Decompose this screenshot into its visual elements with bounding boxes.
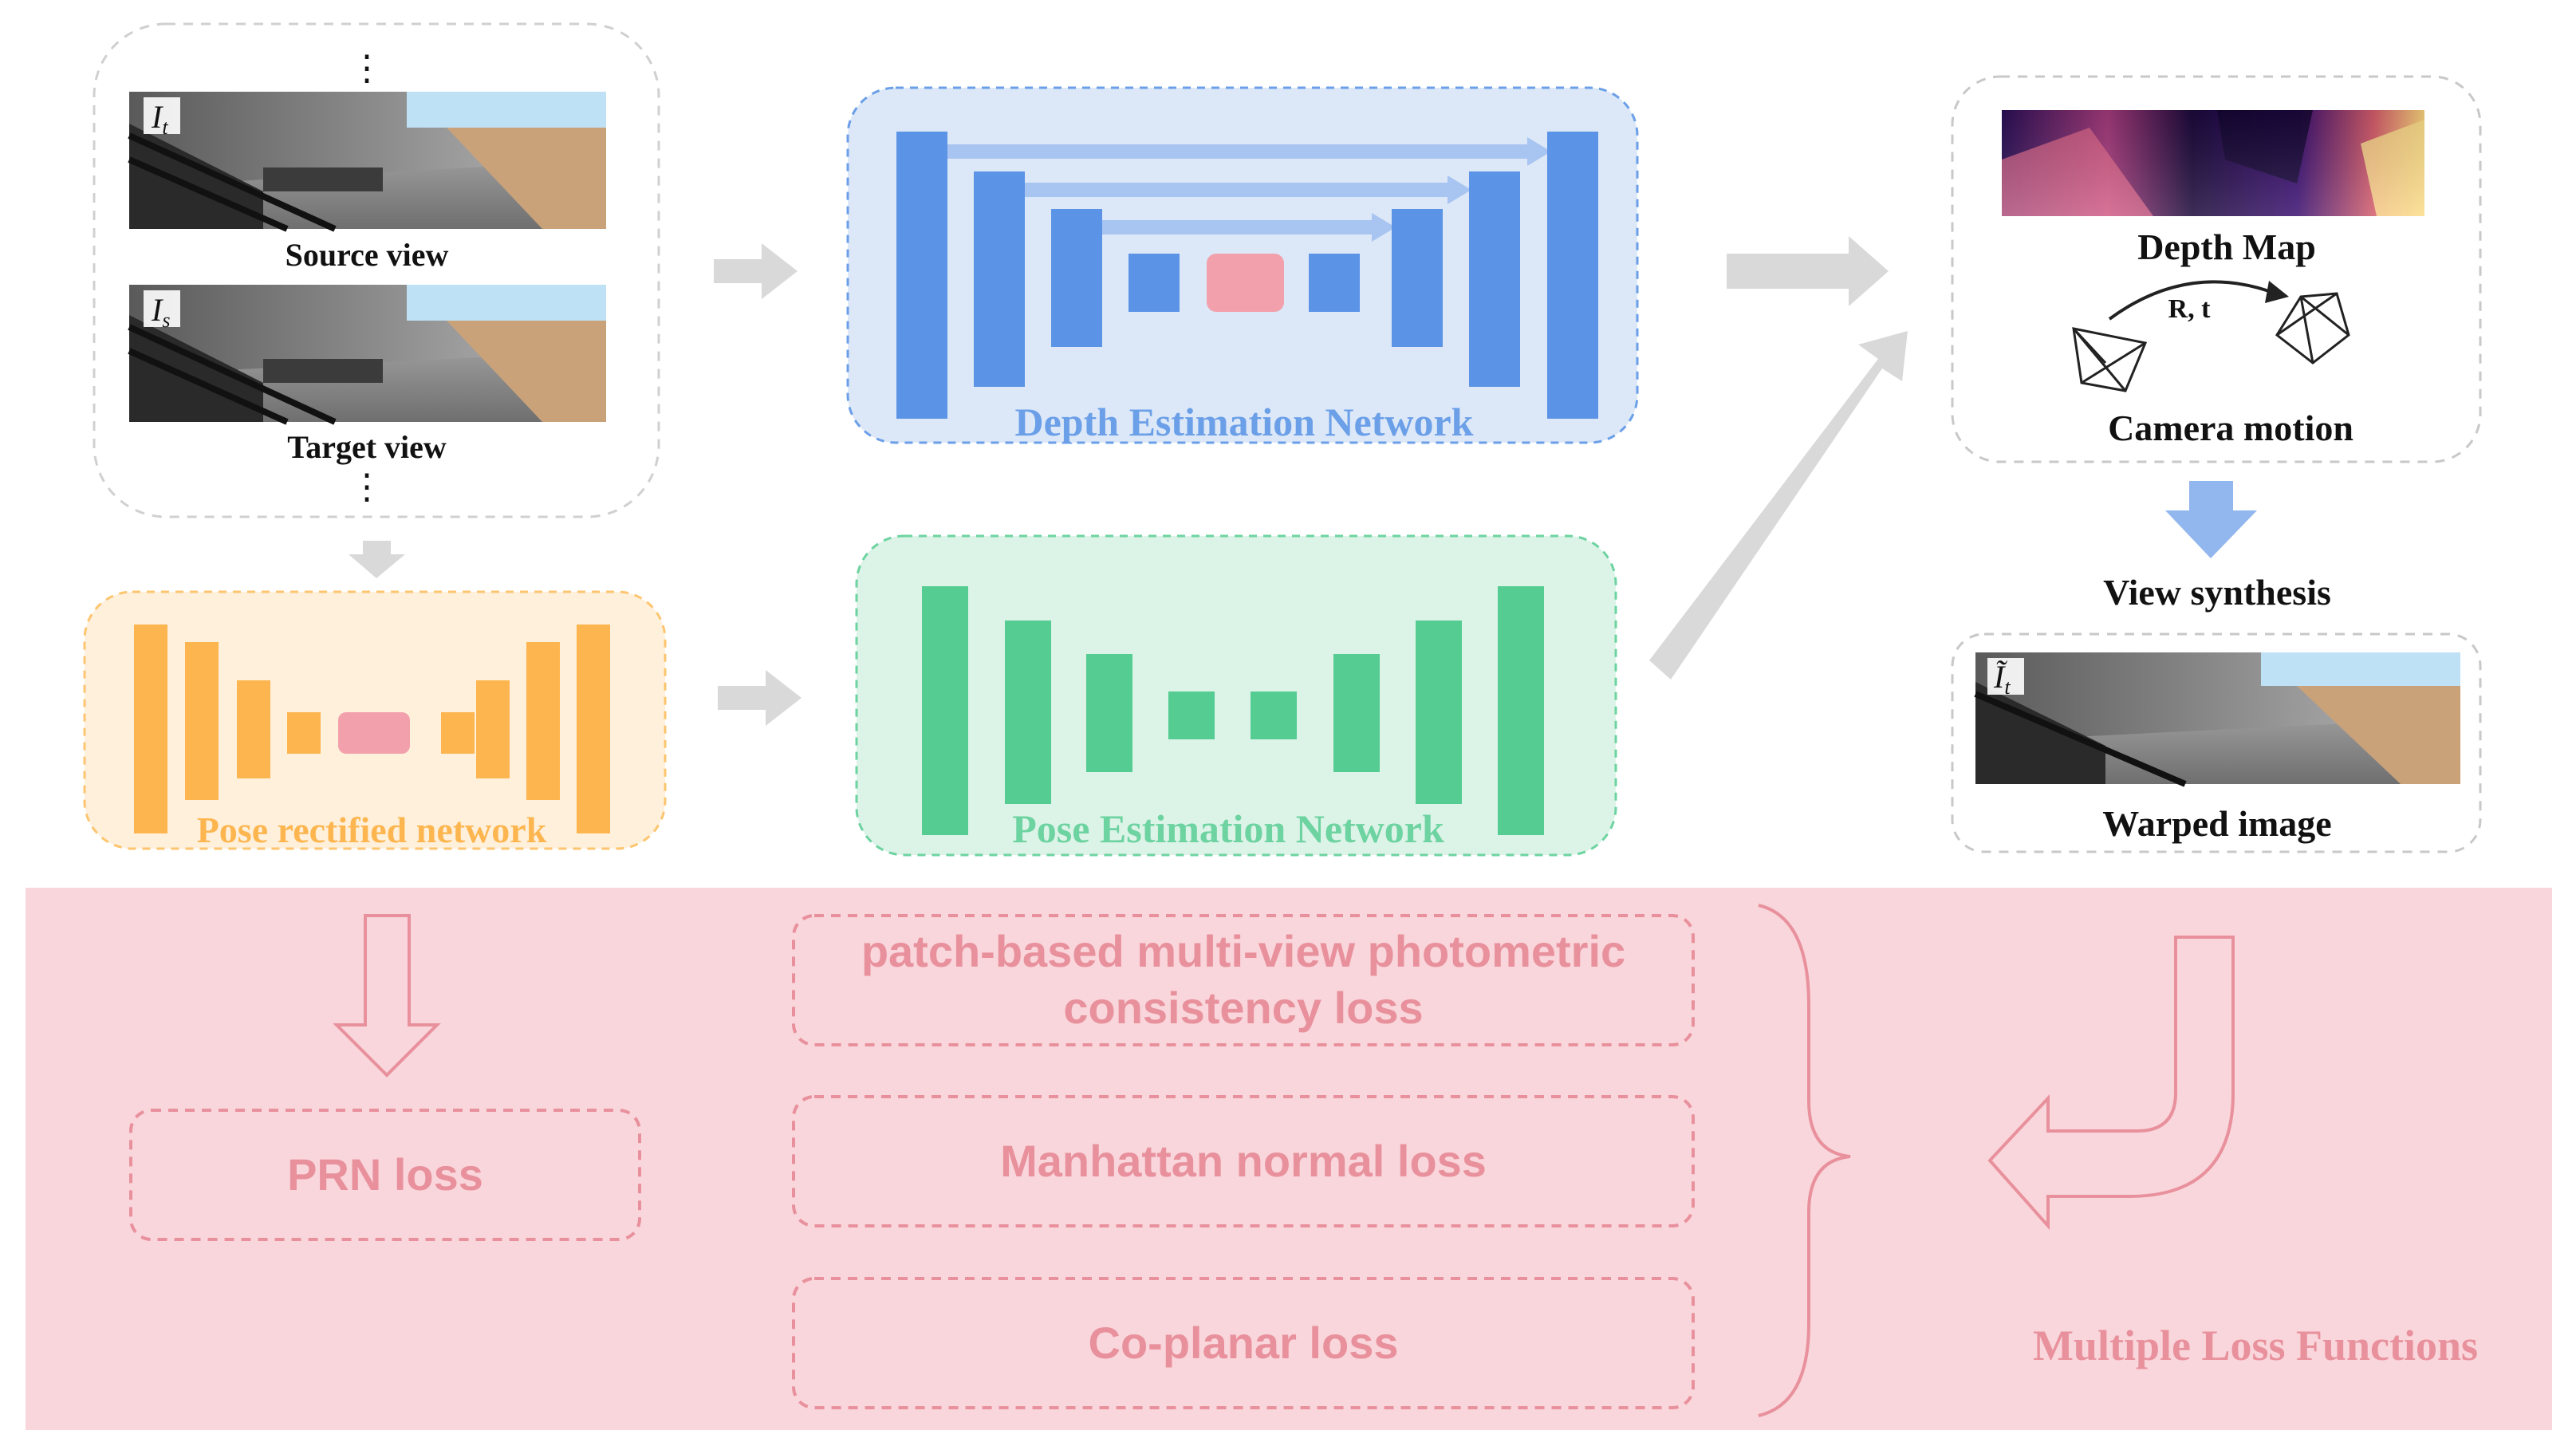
source-symbol: It [151,99,168,139]
depth-map-label: Depth Map [2137,227,2316,267]
warped-panel [1951,632,2482,853]
pose-network-label: Pose Estimation Network [1012,806,1444,851]
loss-return-arrow [1987,936,2235,1231]
vdots-bottom: ⋮ [349,467,384,506]
camera-motion-label: Camera motion [2108,408,2353,448]
prn-loss-box [129,1109,641,1241]
coplanar-loss-label: Co-planar loss [1089,1318,1399,1368]
prn-bottleneck [338,712,410,754]
target-view-image [128,285,606,425]
photometric-loss-line1: patch-based multi-view photometric [861,926,1625,976]
source-view-label: Source view [286,237,449,273]
manhattan-loss-label: Manhattan normal loss [1000,1136,1487,1186]
prn-loss-arrow [333,914,441,1078]
loss-band [26,888,2552,1430]
motion-annotation: R, t [2168,294,2212,324]
depth-network-label: Depth Estimation Network [1015,400,1474,444]
camera-left-icon [2072,327,2148,392]
manhattan-loss-box [792,1095,1695,1227]
arrow-prn-to-pose [718,670,802,726]
warped-image-label: Warped image [2102,803,2331,844]
output-panel [1951,75,2482,463]
multiple-loss-label: Multiple Loss Functions [2033,1322,2478,1369]
pose-encoder-decoder [922,586,1544,835]
depth-skip-connections [947,137,1551,242]
warped-symbol: Ĩt [1993,659,2011,699]
arrow-input-to-prn [349,541,405,578]
arrow-depth-to-output [1727,236,1889,306]
loss-group-brace [1758,904,1851,1417]
source-view-image [128,92,606,232]
motion-arc [2108,280,2270,321]
target-symbol: Is [151,292,170,332]
depth-encoder-decoder [896,132,1598,419]
photometric-loss-line2: consistency loss [1063,983,1423,1033]
target-view-label: Target view [287,429,447,465]
view-synthesis-label: View synthesis [2103,572,2331,613]
motion-arrowhead [2265,281,2289,303]
coplanar-loss-box [792,1277,1695,1409]
prn-loss-label: PRN loss [287,1149,483,1200]
arrow-input-to-depth [714,243,798,299]
arrow-pose-to-output [1649,331,1908,680]
photometric-loss-box [792,914,1695,1046]
input-panel [93,22,660,518]
warped-image [1974,652,2460,787]
prn-encoder-decoder [134,625,610,833]
prn-label: Pose rectified network [197,810,547,850]
vdots-top: ⋮ [349,49,384,88]
view-synthesis-arrow [2165,481,2257,558]
camera-right-icon [2275,292,2350,364]
depth-bottleneck [1207,254,1284,312]
depth-map-image [2002,110,2424,216]
